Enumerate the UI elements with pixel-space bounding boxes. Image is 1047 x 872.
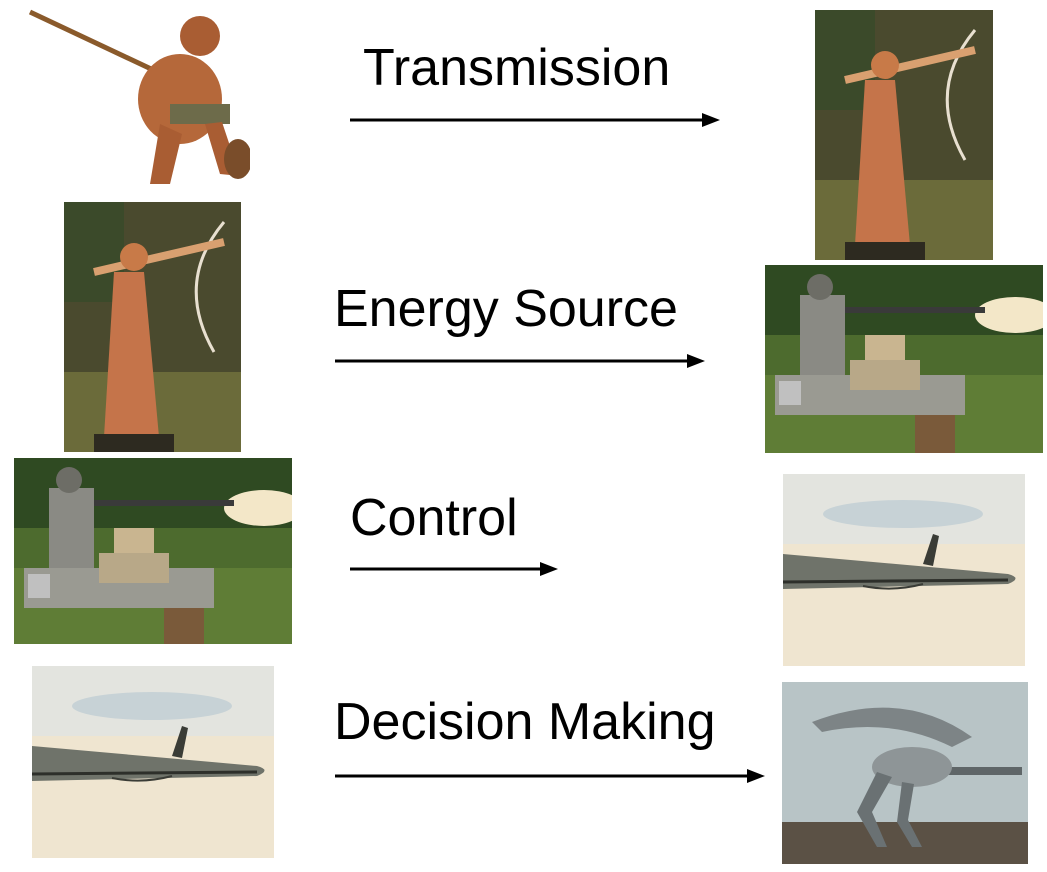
- archer-statue-image: [815, 10, 993, 260]
- row-label-decision-making: Decision Making: [334, 693, 716, 751]
- row-label-energy-source: Energy Source: [334, 280, 678, 338]
- arrow-transmission: [350, 113, 720, 127]
- caveman-image: [10, 4, 250, 190]
- arrow-energy-source: [335, 354, 705, 368]
- cruise-missile-image-2: [32, 666, 274, 858]
- arrow-control: [350, 562, 558, 576]
- arrow-decision-making: [335, 769, 765, 783]
- musket-soldier-image-2: [14, 458, 292, 644]
- archer-statue-image-2: [64, 202, 241, 452]
- row-label-control: Control: [350, 489, 518, 547]
- row-label-transmission: Transmission: [363, 39, 671, 97]
- cruise-missile-image: [783, 474, 1025, 666]
- musket-soldier-image: [765, 265, 1043, 453]
- robot-walker-image: [782, 682, 1028, 864]
